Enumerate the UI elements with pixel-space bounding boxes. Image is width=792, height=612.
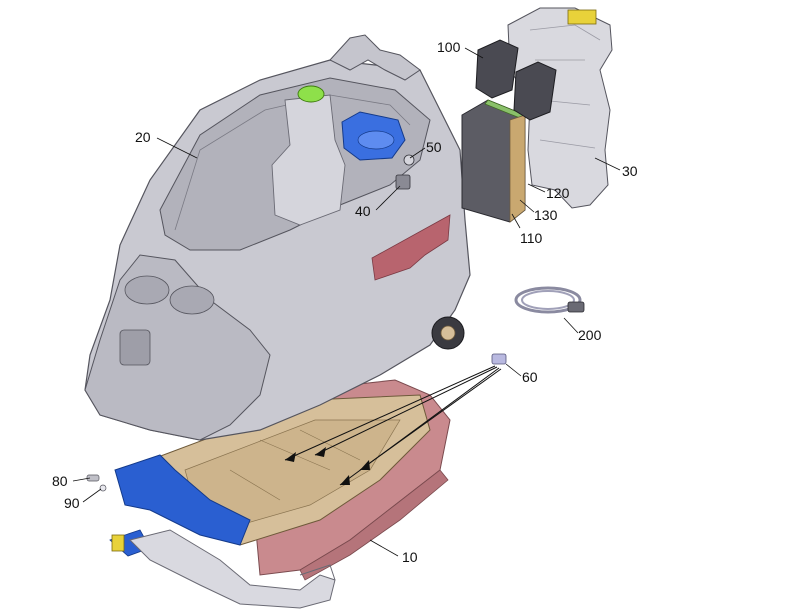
leader-lines	[72, 47, 621, 557]
callout-labels: 10 20 30 40 50 60 80 90 100 110 120 130 …	[52, 39, 638, 565]
arrow-60-a	[284, 365, 496, 461]
leader-10	[369, 539, 399, 557]
callout-20: 20	[135, 129, 151, 145]
callout-80: 80	[52, 473, 68, 489]
base-chassis	[86, 379, 451, 609]
leader-130	[519, 199, 535, 213]
main-housing	[84, 34, 471, 441]
leader-20	[156, 137, 198, 159]
brace-body	[507, 7, 613, 209]
part-60	[491, 353, 507, 365]
callout-120: 120	[546, 185, 570, 201]
front-panel	[119, 329, 151, 366]
part-90	[99, 484, 107, 492]
callout-200: 200	[578, 327, 602, 343]
callout-60: 60	[522, 369, 538, 385]
motor-right	[513, 61, 557, 121]
housing-stripe	[371, 214, 451, 281]
electronics-box	[461, 99, 526, 223]
leader-100	[464, 47, 484, 59]
housing-neck	[271, 94, 346, 226]
callout-50: 50	[426, 139, 442, 155]
part-40	[395, 174, 411, 190]
leader-80	[72, 477, 91, 482]
callout-110: 110	[520, 230, 543, 246]
part-80	[86, 474, 100, 482]
arrow-60-d	[359, 368, 502, 471]
callout-40: 40	[355, 203, 371, 219]
leader-50	[409, 147, 426, 159]
cable-plug	[567, 301, 585, 313]
green-cap	[297, 85, 325, 103]
cup-holder-left	[124, 275, 170, 305]
base-blue-frame	[114, 454, 251, 546]
charger-cable	[514, 286, 585, 314]
callout-130: 130	[534, 207, 558, 223]
arrow-60-b	[314, 366, 498, 456]
base-skirt-side	[299, 469, 449, 581]
yellow-fitting	[111, 534, 125, 552]
cable-coil	[514, 286, 582, 314]
leader-60	[505, 363, 522, 377]
leader-120	[527, 183, 546, 193]
callout-10: 10	[402, 549, 418, 565]
motor-left	[475, 39, 519, 99]
leader-90	[82, 488, 102, 503]
leader-40	[375, 185, 401, 211]
brace-yellow-tab	[567, 9, 597, 25]
housing-front	[84, 254, 271, 441]
part-50	[403, 154, 415, 166]
cup-holder-right	[169, 285, 215, 315]
housing-handle	[329, 34, 421, 81]
leader-200	[563, 317, 579, 334]
leader-110	[511, 213, 521, 229]
callout-100: 100	[437, 39, 461, 55]
leader-30	[594, 157, 621, 171]
callout-90: 90	[64, 495, 80, 511]
rear-brace	[475, 7, 613, 209]
part-60-group	[284, 353, 507, 486]
callout-30: 30	[622, 163, 638, 179]
